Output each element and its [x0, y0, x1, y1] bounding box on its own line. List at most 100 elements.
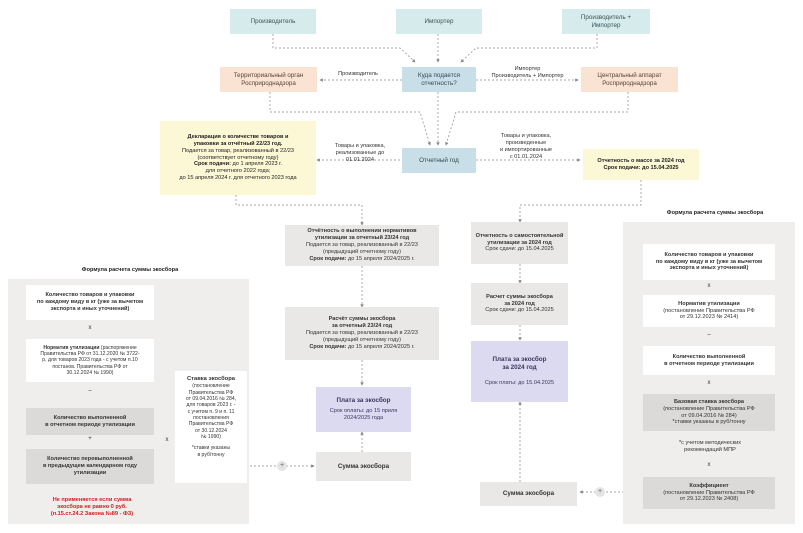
left-plus: + — [88, 436, 92, 442]
left-multiply-1: x — [88, 325, 92, 331]
eco-fee-payment-2024-title-2: за 2024 год — [502, 364, 537, 371]
left-rate-line-1: (постановление — [192, 383, 230, 390]
right-base-rate-line-3: от 09.04.2016 № 284) — [681, 412, 737, 419]
left-rate-box: Ставка экосбора (постановление Правитель… — [175, 371, 247, 483]
produced-after-line-2: произведенные — [505, 139, 547, 146]
eco-fee-sum-box: Сумма экосбора — [316, 452, 411, 481]
left-norm-source: (распоряжение — [99, 344, 137, 351]
left-norm-title: Норматив утилизации — [43, 344, 100, 351]
fee-calc-title-1: Расчёт суммы экосбора — [328, 316, 396, 323]
left-rate-line-8: от 30.12.2024 — [195, 427, 227, 434]
right-method-line-1: *с учетом методических — [678, 440, 741, 446]
left-warning-note: Не применяется если сумма экосбора не ра… — [22, 497, 162, 518]
left-rate-line-3: от 09.04.2016 № 284, — [185, 395, 237, 402]
where-submitted-box: Куда подается отчетность? — [402, 67, 476, 92]
left-formula-title: Формула расчета суммы экосбора — [81, 267, 179, 273]
fee-calc-2024-title-2: за 2024 год — [504, 300, 535, 307]
left-over-line-2: в предыдущем календарном году — [42, 463, 138, 469]
norms-report-line-4: (предыдущий отчетному году) — [323, 248, 401, 255]
plus-connector-left: + — [277, 461, 287, 471]
left-over-line-1: Количество перевыполненной — [47, 456, 133, 463]
right-norm-box: Норматив утилизации (постановление Прави… — [643, 295, 775, 327]
sold-before-line-1: Товары и упаковка, — [334, 143, 386, 149]
declaration-deadline: Срок подачи: до 1 апреля 2023 г. — [194, 161, 282, 168]
left-warning-line-1: Не применяется если сумма — [52, 497, 132, 503]
eco-fee-payment-box: Плата за экосбор Срок оплаты: до 15 прил… — [316, 387, 411, 432]
self-disposal-box: Отчетность о самостоятельной утилизации … — [471, 222, 568, 264]
right-done-line-2: в отчетном периоде утилизации — [664, 360, 754, 367]
declaration-line-5: для отчетного 2022 года; — [205, 168, 271, 175]
edge-label-producer: Производитель — [338, 71, 378, 77]
producer-label: Производитель — [250, 17, 296, 25]
edge-label-importer-line-2: Производитель + Импортер — [491, 72, 564, 79]
territorial-authority-line-2: Росприроднадзора — [241, 79, 296, 87]
eco-fee-payment-line-3: 2024/2025 года — [343, 415, 384, 422]
eco-fee-payment-2024-title-1: Плата за экосбор — [492, 356, 547, 364]
declaration-line-6: до 15 апреля 2024 г. для отчетного 2023 … — [179, 175, 297, 182]
norms-report-title-1: Отчётность о выполнении нормативов — [307, 228, 417, 235]
left-rate-line-9: № 1990) — [201, 434, 221, 441]
fee-calc-2024-deadline: Срок сдачи: до 15.04.2025 — [485, 307, 554, 314]
left-norm-line-1: Норматив утилизации (распоряжение — [43, 345, 136, 351]
right-multiply-2: x — [707, 380, 711, 386]
right-method-note: *с учетом методических рекомендаций МПР — [660, 440, 760, 454]
left-done-line-1: Количество выполненной — [53, 414, 127, 421]
norms-report-deadline-value: до 15 апреля 2024/2025 г. — [346, 255, 415, 262]
fee-calc-deadline: Срок подачи: до 15 апреля 2024/2025 г. — [309, 344, 414, 351]
norms-report-deadline-label: Срок подачи: — [309, 255, 347, 262]
eco-fee-payment-2024-deadline: Срок платы: до 15.04.2025 — [484, 379, 555, 386]
edge-label-importer-line-1: Импортер — [514, 66, 541, 72]
produced-after-line-1: Товары и упаковка, — [500, 133, 552, 139]
central-office-line-1: Центральный аппарат — [597, 71, 662, 79]
edge-label-importer: Импортер Производитель + Импортер — [480, 66, 575, 80]
eco-fee-sum-label: Сумма экосбора — [337, 462, 390, 470]
reporting-year-box: Отчетный год — [402, 148, 476, 173]
left-qty-line-2: по каждому виду в кг (уже за вычетом — [36, 299, 144, 305]
producer-importer-label-1: Производитель + — [580, 13, 632, 21]
right-base-rate-line-4: *ставки указаны в руб/тонну — [672, 419, 746, 426]
fee-calc-line-4: (предыдущий отчетному году) — [323, 336, 401, 343]
right-base-rate-line-2: (постановление Правительства РФ — [663, 405, 755, 412]
right-base-rate-box: Базовая ставка экосбора (постановление П… — [643, 394, 775, 431]
left-norm-line-4: постанов. Правительства РФ от — [52, 363, 128, 370]
territorial-authority-line-1: Территориальный орган — [233, 71, 304, 79]
central-office-box: Центральный аппарат Росприроднадзора — [581, 67, 678, 92]
sold-before-line-3: 01.01.2024 — [346, 156, 374, 163]
self-disposal-title-1: Отчетность о самостоятельной — [475, 232, 564, 239]
right-qty-box: Количество товаров и упаковки по каждому… — [643, 244, 775, 280]
importer-label: Импортер — [424, 17, 454, 25]
central-office-line-2: Росприроднадзора — [602, 79, 657, 87]
declaration-deadline-value: до 1 апреля 2023 г. — [230, 161, 283, 168]
producer-box: Производитель — [230, 9, 316, 34]
declaration-deadline-label: Срок подачи: — [193, 161, 231, 168]
fee-calc-2024-box: Расчет суммы экосбора за 2024 год Срок с… — [471, 283, 568, 325]
eco-fee-payment-2024-box: Плата за экосбор за 2024 год Срок платы:… — [471, 341, 568, 402]
edge-label-sold-before: Товары и упаковка, реализованные до 01.0… — [325, 143, 395, 164]
right-method-line-2: рекомендаций МПР — [684, 446, 736, 453]
left-qty-box: Количество товаров и упаковки по каждому… — [26, 285, 154, 320]
fee-calc-deadline-value: до 15 апреля 2024/2025 г. — [346, 343, 415, 350]
declaration-box: Декларация о количестве товаров и упаков… — [160, 121, 316, 195]
fee-calc-line-3: Подается за товар, реализованный в 22/23 — [305, 330, 419, 336]
right-done-line-1: Количество выполненной — [672, 353, 746, 360]
left-minus: – — [88, 388, 92, 394]
right-norm-title: Норматив утилизации — [678, 300, 740, 307]
right-coef-line-3: от 29.12.2023 № 2408) — [679, 496, 739, 503]
left-norm-line-5: 30.12.2024 № 1990) — [66, 370, 114, 377]
mass-report-box: Отчетность о массе за 2024 год Срок пода… — [583, 149, 699, 180]
declaration-title-2: упаковки за отчётный 22/23 год. — [193, 140, 283, 147]
right-multiply-3: x — [707, 462, 711, 468]
left-rate-title: Ставка экосбора — [186, 376, 236, 382]
where-submitted-line-1: Куда подается — [417, 71, 461, 79]
right-qty-line-2: по каждому виду в кг (уже за вычетом — [655, 258, 763, 265]
where-submitted-line-2: отчетность? — [421, 79, 457, 87]
eco-fee-payment-line-2: Срок оплаты: до 15 приля — [329, 408, 398, 415]
declaration-title-1: Декларация о количестве товаров и — [187, 133, 289, 140]
plus-connector-right: + — [595, 487, 605, 497]
fee-calc-box: Расчёт суммы экосбора за отчетный 23/24 … — [285, 307, 439, 360]
right-base-rate-title: Базовая ставка экосбора — [673, 398, 744, 405]
right-coef-title: Коэффициент — [689, 482, 729, 489]
left-rate-note-2: в руб/тонну — [197, 451, 225, 458]
reporting-year-label: Отчетный год — [419, 156, 459, 164]
right-formula-title: Формула расчета суммы экосбора — [666, 210, 764, 216]
